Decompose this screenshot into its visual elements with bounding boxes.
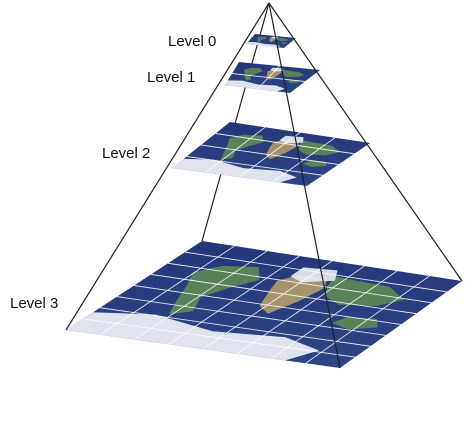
level-3-plane <box>66 241 462 368</box>
grid-line <box>272 137 336 182</box>
grid-line <box>133 285 402 325</box>
landmass <box>280 42 287 44</box>
grid-line <box>116 296 386 336</box>
landmass <box>269 37 277 42</box>
landmass <box>257 36 267 43</box>
landmass <box>277 37 289 41</box>
landmass <box>243 68 263 81</box>
polar-cloud-band <box>246 42 281 48</box>
landmass <box>221 134 264 160</box>
landmass <box>298 140 340 156</box>
ice-patch <box>279 135 304 144</box>
landmass <box>266 69 282 80</box>
grid-line <box>99 307 371 347</box>
landmass <box>332 316 378 330</box>
level-0-label: Level 0 <box>168 33 216 50</box>
grid-line <box>200 144 339 165</box>
pyramid-edge <box>268 2 463 282</box>
grid-line <box>82 318 356 358</box>
level-3-label: Level 3 <box>10 295 58 312</box>
level-1-plane <box>225 62 320 93</box>
ice-patch <box>290 267 338 283</box>
level-1-label: Level 1 <box>147 69 195 86</box>
grid-line <box>271 270 398 359</box>
level-0-plane <box>246 34 296 48</box>
level-2-label: Level 2 <box>102 145 150 162</box>
grid-line <box>186 156 323 176</box>
landmass <box>325 276 404 306</box>
grid-line <box>231 73 306 82</box>
polar-cloud-band <box>172 158 297 183</box>
pyramid-edge <box>268 2 341 369</box>
polar-cloud-band <box>225 80 285 92</box>
grid-line <box>236 265 365 355</box>
level-2-plane <box>172 122 370 186</box>
pyramid-levels <box>66 34 462 368</box>
ice-patch <box>270 67 284 72</box>
grid-line <box>305 275 430 364</box>
pyramid-edges-front <box>65 2 463 369</box>
pyramid-edge <box>65 2 270 331</box>
landmass <box>168 265 259 315</box>
polar-cloud-band <box>66 312 319 361</box>
landmass <box>281 69 305 77</box>
